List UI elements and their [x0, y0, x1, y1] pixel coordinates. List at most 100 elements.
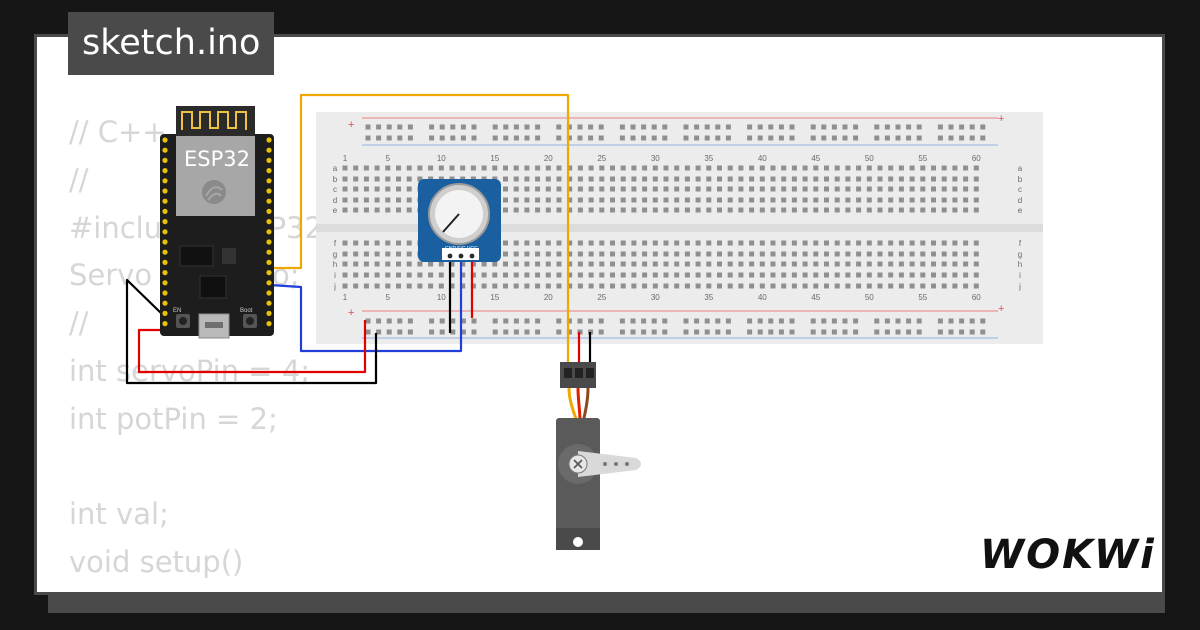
breadboard-hole	[695, 176, 701, 182]
breadboard-hole	[535, 240, 541, 246]
breadboard-hole	[824, 207, 829, 213]
breadboard-hole	[610, 165, 615, 171]
breadboard-hole	[429, 318, 435, 324]
breadboard-hole	[759, 261, 765, 267]
breadboard-hole	[888, 207, 894, 213]
breadboard-hole	[920, 272, 926, 278]
breadboard-hole	[513, 251, 519, 257]
breadboard-hole	[599, 251, 605, 257]
esp32-pin	[266, 280, 272, 286]
wire-servo-signal[interactable]	[270, 93, 570, 372]
breadboard-hole	[630, 318, 636, 324]
breadboard-hole	[909, 240, 915, 246]
breadboard-hole	[706, 240, 712, 246]
servo-horn[interactable]	[578, 451, 641, 477]
breadboard-hole	[342, 197, 348, 203]
breadboard-hole	[749, 207, 755, 213]
wokwi-logo[interactable]: WOKWi	[980, 532, 1156, 578]
esp32-pin	[162, 219, 168, 225]
breadboard-hole	[759, 165, 765, 171]
potentiometer[interactable]: GND SIG VCC	[418, 179, 501, 262]
esp32-pin	[266, 168, 272, 174]
breadboard-hole	[397, 124, 403, 130]
breadboard-hole	[813, 283, 819, 289]
breadboard-hole	[353, 251, 359, 257]
breadboard-hole	[952, 176, 958, 182]
servo-motor[interactable]	[556, 362, 641, 550]
breadboard-hole	[386, 124, 392, 130]
breadboard-hole	[481, 283, 487, 289]
esp32-pin	[162, 178, 168, 184]
breadboard-hole	[810, 318, 816, 324]
breadboard-hole	[460, 165, 466, 171]
servo-horn-hole-3	[625, 462, 629, 466]
breadboard-hole	[704, 124, 710, 130]
breadboard-hole	[417, 261, 423, 267]
servo-horn-hole-2	[614, 462, 618, 466]
column-number-bottom: 35	[704, 293, 713, 302]
breadboard-hole	[385, 197, 391, 203]
file-tab[interactable]: sketch.ino	[68, 12, 275, 75]
breadboard-hole	[556, 283, 562, 289]
breadboard-hole	[684, 186, 690, 192]
breadboard-hole	[545, 261, 551, 267]
breadboard-hole	[652, 240, 658, 246]
breadboard-hole	[866, 165, 872, 171]
breadboard-hole	[704, 329, 710, 335]
breadboard-hole	[778, 329, 784, 335]
breadboard-hole	[909, 261, 915, 267]
breadboard-hole	[406, 207, 412, 213]
breadboard-hole	[535, 197, 541, 203]
breadboard-hole	[651, 135, 657, 141]
breadboard-hole	[524, 186, 530, 192]
code-line: //	[69, 306, 89, 341]
breadboard-hole	[631, 240, 637, 246]
breadboard-hole	[802, 176, 808, 182]
espressif-logo-mark	[205, 186, 223, 201]
breadboard-hole	[598, 135, 604, 141]
breadboard-hole	[834, 251, 840, 257]
breadboard-hole	[952, 165, 958, 171]
breadboard-hole	[706, 272, 712, 278]
breadboard-hole	[631, 261, 637, 267]
breadboard-hole	[631, 207, 637, 213]
breadboard-hole	[802, 251, 808, 257]
breadboard-hole	[642, 165, 648, 171]
breadboard-hole	[866, 240, 872, 246]
breadboard-hole	[492, 318, 498, 324]
esp32-pin	[162, 188, 168, 194]
breadboard-hole	[470, 283, 476, 289]
code-line: int val;	[69, 497, 169, 532]
breadboard-hole	[471, 329, 477, 335]
breadboard-hole	[588, 135, 594, 141]
breadboard-hole	[396, 165, 401, 171]
breadboard-hole	[853, 124, 859, 130]
breadboard-hole	[642, 261, 648, 267]
breadboard-hole	[598, 124, 604, 130]
breadboard-hole	[503, 197, 508, 203]
breadboard-hole	[898, 176, 904, 182]
breadboard-hole	[363, 240, 369, 246]
breadboard-hole	[781, 240, 787, 246]
breadboard-hole	[727, 251, 733, 257]
wire-pot-signal[interactable]	[269, 256, 463, 353]
breadboard-hole	[856, 165, 862, 171]
breadboard-hole	[663, 207, 669, 213]
breadboard-hole	[948, 135, 954, 141]
breadboard-hole	[503, 207, 508, 213]
breadboard-hole	[610, 186, 615, 192]
antenna-trace	[181, 111, 247, 130]
breadboard-hole	[663, 283, 669, 289]
breadboard-hole	[438, 283, 444, 289]
wire-ground-rail[interactable]	[125, 278, 378, 385]
breadboard-hole	[931, 251, 936, 257]
breadboard-hole	[948, 124, 954, 130]
breadboard-hole	[888, 261, 894, 267]
breadboard-hole	[641, 318, 647, 324]
column-number-bottom: 20	[544, 293, 553, 302]
breadboard-hole	[768, 124, 774, 130]
wire-power-rail[interactable]	[137, 320, 367, 374]
breadboard-hole	[588, 176, 594, 182]
esp32-board[interactable]: ESP32 EN Boot	[160, 106, 274, 339]
breadboard-hole	[503, 283, 508, 289]
